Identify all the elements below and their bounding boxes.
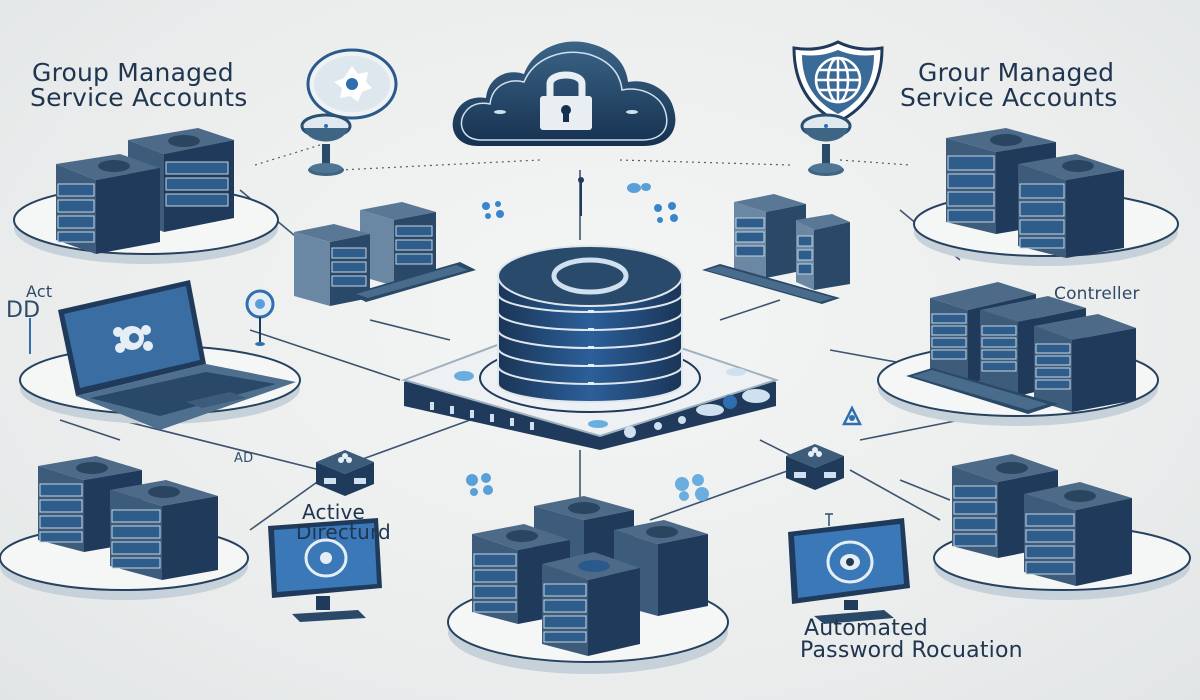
active-directory-line2: Directurd xyxy=(296,520,391,544)
gear-icon xyxy=(478,198,508,222)
keyboard-icon xyxy=(906,368,1058,414)
gear-icon xyxy=(460,468,500,498)
lock-badge-icon xyxy=(838,404,866,428)
network-switch-icon xyxy=(312,446,378,498)
satellite-dish-icon xyxy=(296,112,356,184)
keyboard-icon xyxy=(350,262,476,302)
title-left-line1: Group Managed xyxy=(32,58,234,87)
network-switch-icon xyxy=(782,440,848,492)
central-hub xyxy=(390,232,790,456)
satellite-dish-icon xyxy=(796,112,856,184)
title-right: Grour Managed Service Accounts xyxy=(900,60,1118,110)
cloud-lock-icon xyxy=(448,28,684,150)
antenna-icon xyxy=(576,176,586,216)
server-pair-bottom-left xyxy=(0,446,260,606)
gear-icon xyxy=(626,180,654,196)
laptop-icon xyxy=(58,280,296,430)
server-pair-bottom-right xyxy=(912,446,1192,606)
active-directory-line1: Active xyxy=(302,500,366,524)
controller-label: Contreller xyxy=(1054,284,1140,304)
gear-icon xyxy=(668,470,716,504)
server-pair-keyboard-left xyxy=(290,190,480,310)
shield-globe-icon xyxy=(790,40,886,124)
gear-icon xyxy=(648,198,684,226)
active-directory-label: Active Directurd xyxy=(296,502,391,542)
automated-password-label: Automated Password Rocuation xyxy=(800,618,1023,662)
dd-label: DD xyxy=(6,298,41,323)
gear-badge-icon xyxy=(306,48,398,120)
monitor-icon xyxy=(266,518,386,622)
server-quad-bottom-center xyxy=(438,490,748,680)
server-pair-keyboard-right xyxy=(700,190,850,310)
controller-node xyxy=(868,274,1168,434)
pin-line xyxy=(28,318,32,354)
keyboard-icon xyxy=(702,264,840,304)
act-dd-label: Act DD xyxy=(6,282,53,322)
automated-line1: Automated xyxy=(804,616,928,641)
title-left: Group Managed Service Accounts xyxy=(30,58,248,112)
title-right-line2: Service Accounts xyxy=(900,83,1118,112)
ad-small-label: AD xyxy=(234,451,254,466)
server-pair-top-right xyxy=(906,120,1186,270)
monitor-icon xyxy=(786,518,916,624)
server-pair-top-left xyxy=(8,118,284,268)
small-pin-icon xyxy=(824,512,834,526)
automated-line2: Password Rocuation xyxy=(800,638,1023,663)
laptop-node xyxy=(10,280,310,430)
title-left-line2: Service Accounts xyxy=(30,83,248,112)
act-label: Act xyxy=(26,282,53,301)
title-right-line1: Grour Managed xyxy=(918,58,1115,87)
pin-icon xyxy=(240,288,280,348)
